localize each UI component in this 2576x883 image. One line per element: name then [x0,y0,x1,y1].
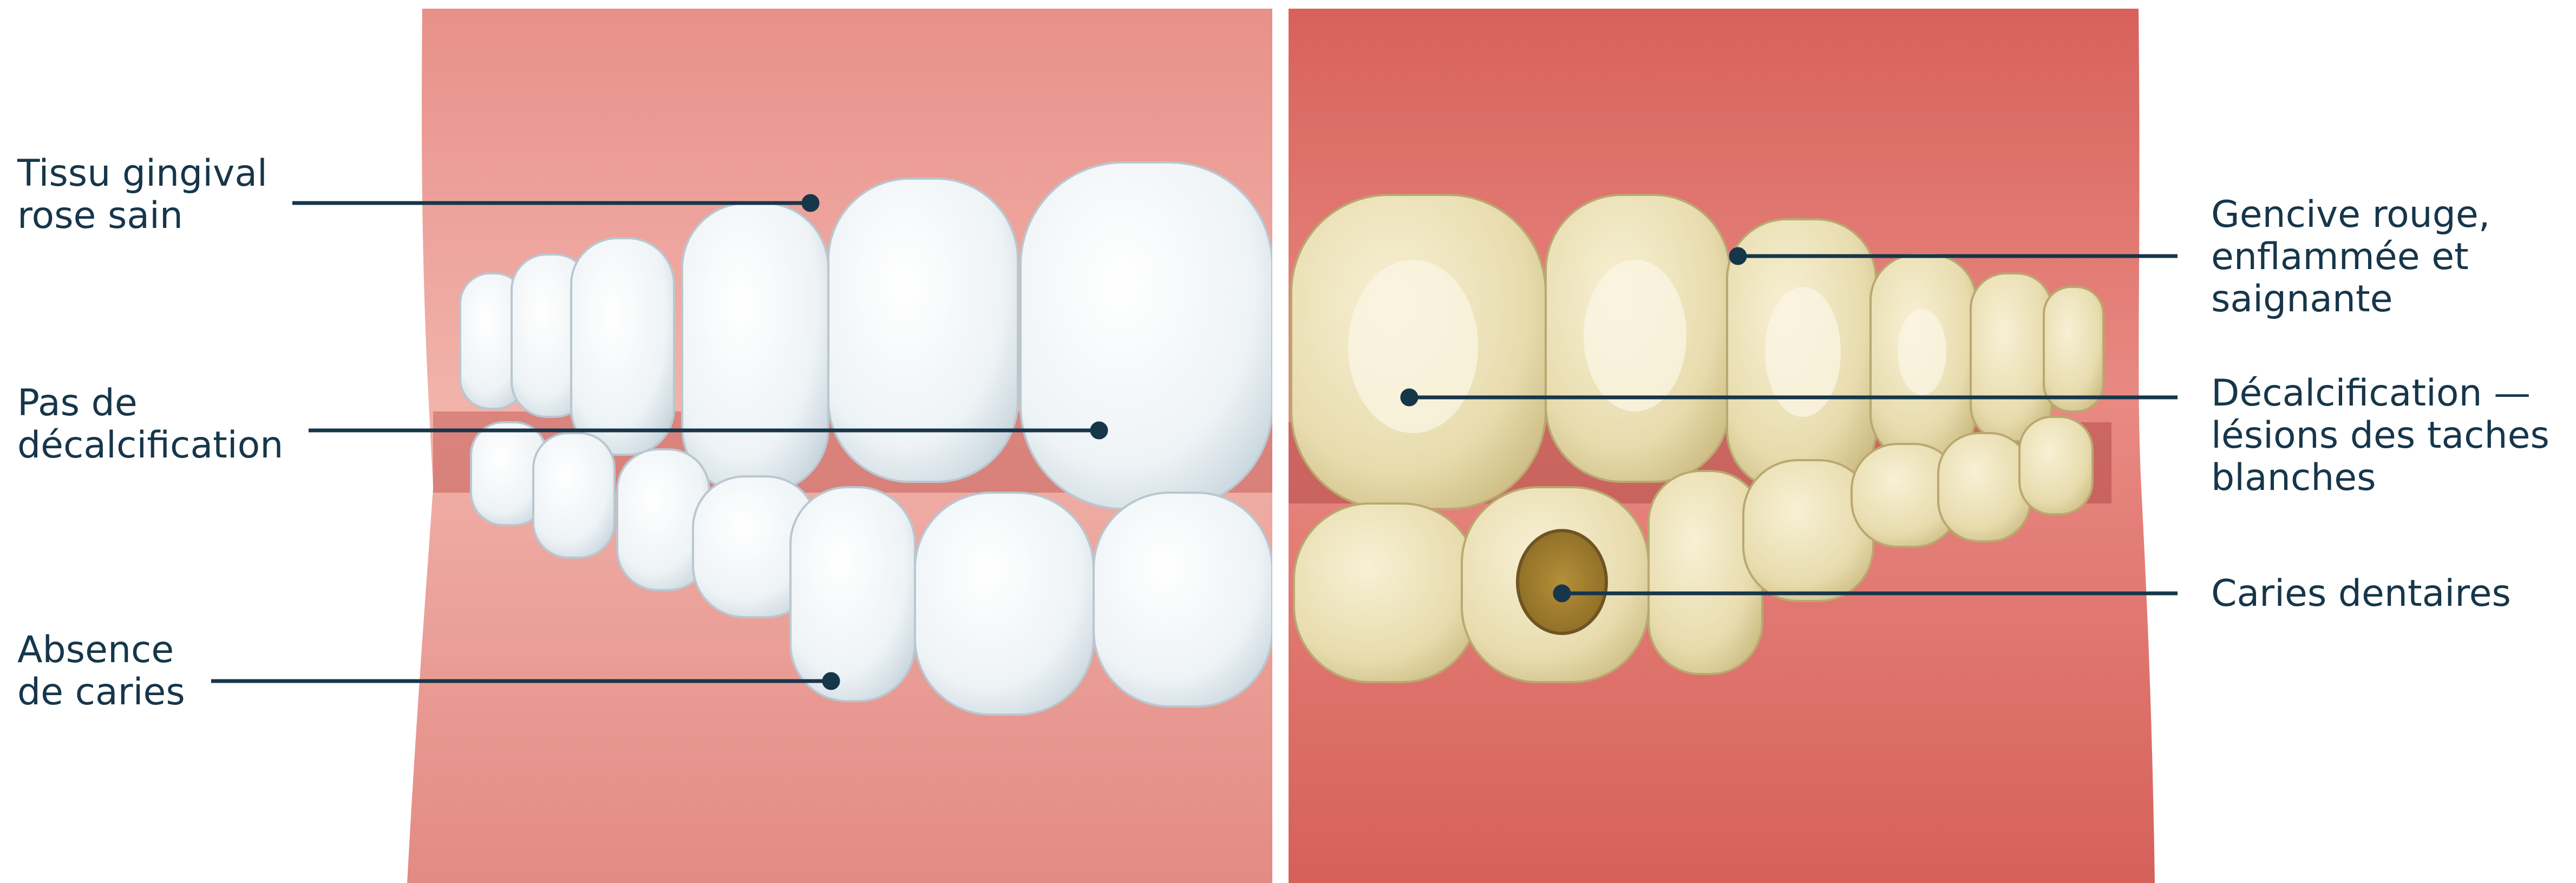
label-healthy-gum-line1: Tissu gingival [17,153,267,195]
caries-cavity [1518,531,1606,633]
leader-dot-decalcification [1402,390,1416,404]
label-healthy-gum-line2: rose sain [17,195,267,237]
leader-dot-inflamed-gum [1731,249,1745,263]
leader-dot-caries [1555,586,1569,600]
label-decalcification-line2: lésions des taches [2211,415,2549,457]
leader-dot-no-caries [824,674,838,688]
label-inflamed-gum-line1: Gencive rouge, [2211,194,2490,236]
panel-divider [1272,0,1289,883]
label-no-decalcification: Pas de décalcification [17,382,283,467]
label-decalcification-line3: blanches [2211,457,2549,499]
label-decalcification: Décalcification — lésions des taches bla… [2211,372,2549,499]
label-no-caries-line1: Absence [17,629,185,671]
leader-dot-gum-healthy [803,196,818,210]
label-no-caries-line2: de caries [17,671,185,714]
label-caries: Caries dentaires [2211,573,2511,615]
label-no-decalcification-line1: Pas de [17,382,283,424]
label-inflamed-gum-line2: enflammée et [2211,236,2490,278]
label-inflamed-gum: Gencive rouge, enflammée et saignante [2211,194,2490,321]
leader-dot-no-decalcification [1092,423,1106,437]
label-decalcification-line1: Décalcification — [2211,372,2549,415]
label-no-caries: Absence de caries [17,629,185,714]
label-caries-line1: Caries dentaires [2211,573,2511,615]
healthy-teeth-panel [407,9,1272,883]
label-no-decalcification-line2: décalcification [17,424,283,467]
unhealthy-teeth-panel [1289,9,2155,883]
label-inflamed-gum-line3: saignante [2211,278,2490,321]
label-healthy-gum: Tissu gingival rose sain [17,153,267,237]
